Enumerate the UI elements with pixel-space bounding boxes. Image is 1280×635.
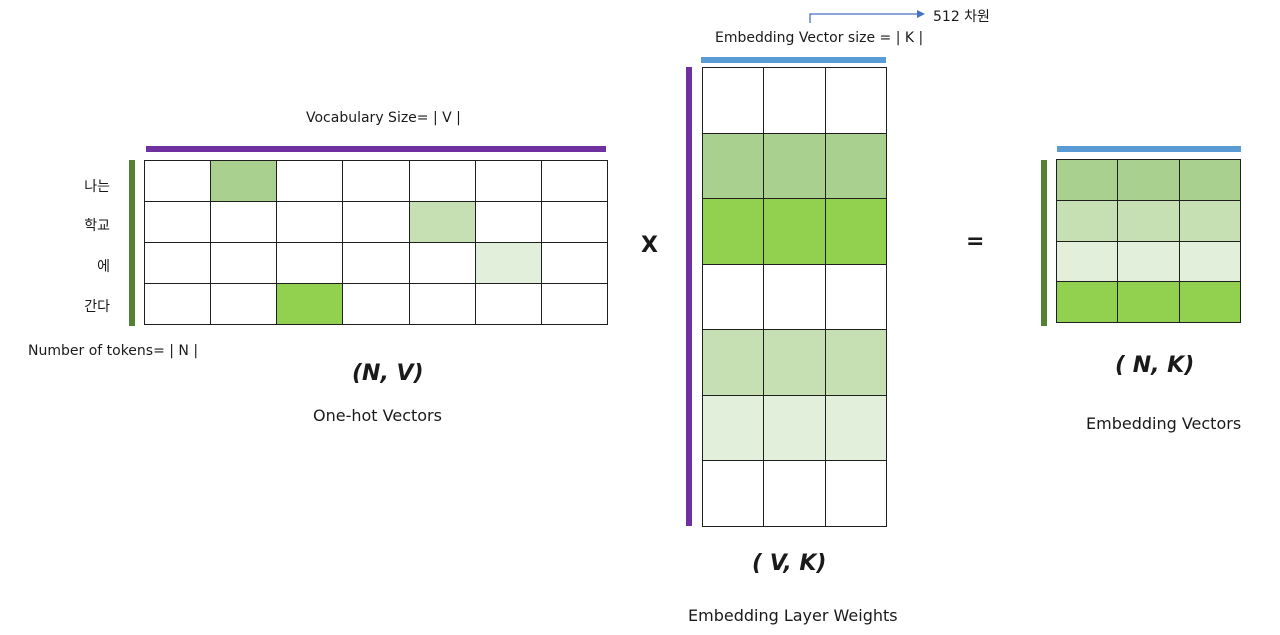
one-hot-cell-r1-c5 xyxy=(475,202,542,243)
result-cell-r3-c2 xyxy=(1179,282,1241,323)
one-hot-dims: (N, V) xyxy=(352,361,424,386)
one-hot-cell-r2-c2 xyxy=(277,243,344,284)
one-hot-cell-r3-c6 xyxy=(541,284,608,325)
weights-cell-r2-c0 xyxy=(703,199,765,265)
one-hot-cell-r0-c1 xyxy=(211,161,278,202)
embedding-weights-matrix xyxy=(702,67,887,527)
embedding-vectors-matrix xyxy=(1056,159,1241,323)
one-hot-cell-r1-c3 xyxy=(343,202,410,243)
vocabulary-size-bar xyxy=(146,146,606,152)
weights-cell-r6-c2 xyxy=(825,461,887,527)
weights-cell-r1-c1 xyxy=(764,133,826,200)
result-size-bar xyxy=(1057,146,1241,152)
one-hot-cell-r3-c4 xyxy=(409,284,476,325)
weights-cell-r3-c1 xyxy=(764,264,826,331)
one-hot-cell-r1-c4 xyxy=(409,202,476,243)
weights-cell-r4-c1 xyxy=(764,330,826,396)
one-hot-cell-r0-c6 xyxy=(541,161,608,202)
weights-cell-r3-c0 xyxy=(703,264,765,331)
one-hot-cell-r0-c3 xyxy=(343,161,410,202)
weights-cell-r3-c2 xyxy=(825,264,887,331)
embedding-size-bar xyxy=(701,57,886,63)
weights-cell-r6-c0 xyxy=(703,461,765,527)
weights-cell-r0-c1 xyxy=(764,68,826,134)
weights-cell-r1-c2 xyxy=(825,133,887,200)
weights-cell-r2-c2 xyxy=(825,199,887,265)
one-hot-cell-r3-c5 xyxy=(475,284,542,325)
weights-cell-r6-c1 xyxy=(764,461,826,527)
weights-dims: ( V, K) xyxy=(752,551,827,576)
one-hot-cell-r2-c5 xyxy=(475,243,542,284)
one-hot-cell-r1-c6 xyxy=(541,202,608,243)
row-label-0: 나는 xyxy=(84,179,110,195)
vocabulary-size-label: Vocabulary Size= | V | xyxy=(306,110,461,126)
one-hot-matrix xyxy=(144,160,608,325)
one-hot-cell-r0-c2 xyxy=(277,161,344,202)
one-hot-cell-r3-c2 xyxy=(277,284,344,325)
one-hot-cell-r3-c0 xyxy=(145,284,212,325)
weights-caption: Embedding Layer Weights xyxy=(688,606,898,625)
weights-cell-r5-c0 xyxy=(703,395,765,462)
weights-cell-r5-c2 xyxy=(825,395,887,462)
result-caption: Embedding Vectors xyxy=(1086,414,1242,433)
one-hot-cell-r0-c4 xyxy=(409,161,476,202)
one-hot-cell-r3-c1 xyxy=(211,284,278,325)
one-hot-cell-r2-c3 xyxy=(343,243,410,284)
tokens-bar xyxy=(129,160,135,326)
one-hot-cell-r0-c0 xyxy=(145,161,212,202)
result-cell-r2-c1 xyxy=(1118,241,1180,283)
result-cell-r3-c1 xyxy=(1118,282,1180,323)
result-cell-r0-c2 xyxy=(1179,160,1241,201)
row-label-3: 간다 xyxy=(84,299,110,315)
one-hot-cell-r3-c3 xyxy=(343,284,410,325)
arrow-note: 512 차원 xyxy=(933,9,990,25)
weights-cell-r0-c2 xyxy=(825,68,887,134)
weights-cell-r4-c2 xyxy=(825,330,887,396)
result-cell-r1-c1 xyxy=(1118,200,1180,242)
result-tokens-bar xyxy=(1041,160,1047,326)
result-cell-r1-c2 xyxy=(1179,200,1241,242)
result-cell-r2-c0 xyxy=(1057,241,1119,283)
one-hot-cell-r0-c5 xyxy=(475,161,542,202)
one-hot-caption: One-hot Vectors xyxy=(313,406,442,425)
one-hot-cell-r2-c1 xyxy=(211,243,278,284)
result-cell-r3-c0 xyxy=(1057,282,1119,323)
result-dims: ( N, K) xyxy=(1115,353,1195,378)
one-hot-cell-r2-c4 xyxy=(409,243,476,284)
weights-cell-r1-c0 xyxy=(703,133,765,200)
one-hot-cell-r1-c1 xyxy=(211,202,278,243)
weights-cell-r0-c0 xyxy=(703,68,765,134)
arrow-512-icon xyxy=(809,10,925,23)
weights-cell-r2-c1 xyxy=(764,199,826,265)
one-hot-cell-r1-c2 xyxy=(277,202,344,243)
vocabulary-bar xyxy=(686,67,692,526)
weights-cell-r5-c1 xyxy=(764,395,826,462)
number-of-tokens-label: Number of tokens= | N | xyxy=(28,343,199,359)
one-hot-cell-r1-c0 xyxy=(145,202,212,243)
result-cell-r2-c2 xyxy=(1179,241,1241,283)
result-cell-r1-c0 xyxy=(1057,200,1119,242)
result-cell-r0-c0 xyxy=(1057,160,1119,201)
equals-operator: = xyxy=(966,229,985,254)
row-label-1: 학교 xyxy=(84,218,110,234)
multiply-operator: X xyxy=(641,233,658,258)
one-hot-cell-r2-c0 xyxy=(145,243,212,284)
weights-cell-r4-c0 xyxy=(703,330,765,396)
embedding-vector-size-label: Embedding Vector size = | K | xyxy=(715,30,924,46)
row-label-2: 에 xyxy=(97,259,110,275)
result-cell-r0-c1 xyxy=(1118,160,1180,201)
one-hot-cell-r2-c6 xyxy=(541,243,608,284)
